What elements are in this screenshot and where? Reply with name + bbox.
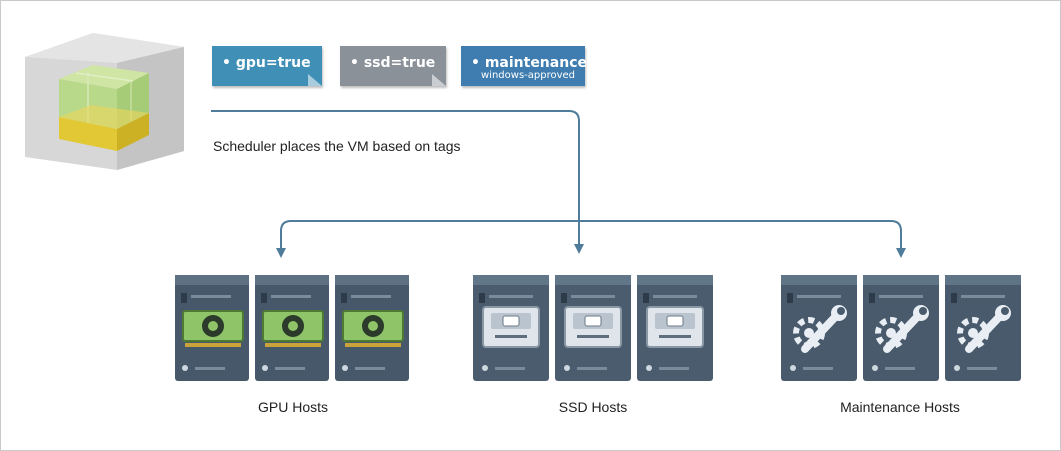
maintenance-host-group [779, 271, 1024, 383]
tag-gpu: • gpu=true [212, 46, 322, 86]
group-label-gpu: GPU Hosts [257, 399, 328, 415]
group-label-maintenance: Maintenance Hosts [840, 399, 960, 415]
connector-main [211, 110, 584, 254]
connector-branch [280, 220, 902, 249]
tag-ssd: • ssd=true [340, 46, 446, 86]
vm-cube-icon [25, 33, 184, 170]
ssd-host-group [471, 271, 716, 383]
tag-maintenance: • maintenance= windows-approved [461, 46, 599, 86]
scheduler-caption: Scheduler places the VM based on tags [213, 138, 461, 154]
group-label-ssd: SSD Hosts [558, 399, 628, 415]
wrench-gear-icon [781, 271, 1024, 383]
ssd-drive-icon [473, 274, 714, 382]
gpu-host-group [171, 271, 416, 383]
gpu-card-icon [175, 274, 410, 382]
